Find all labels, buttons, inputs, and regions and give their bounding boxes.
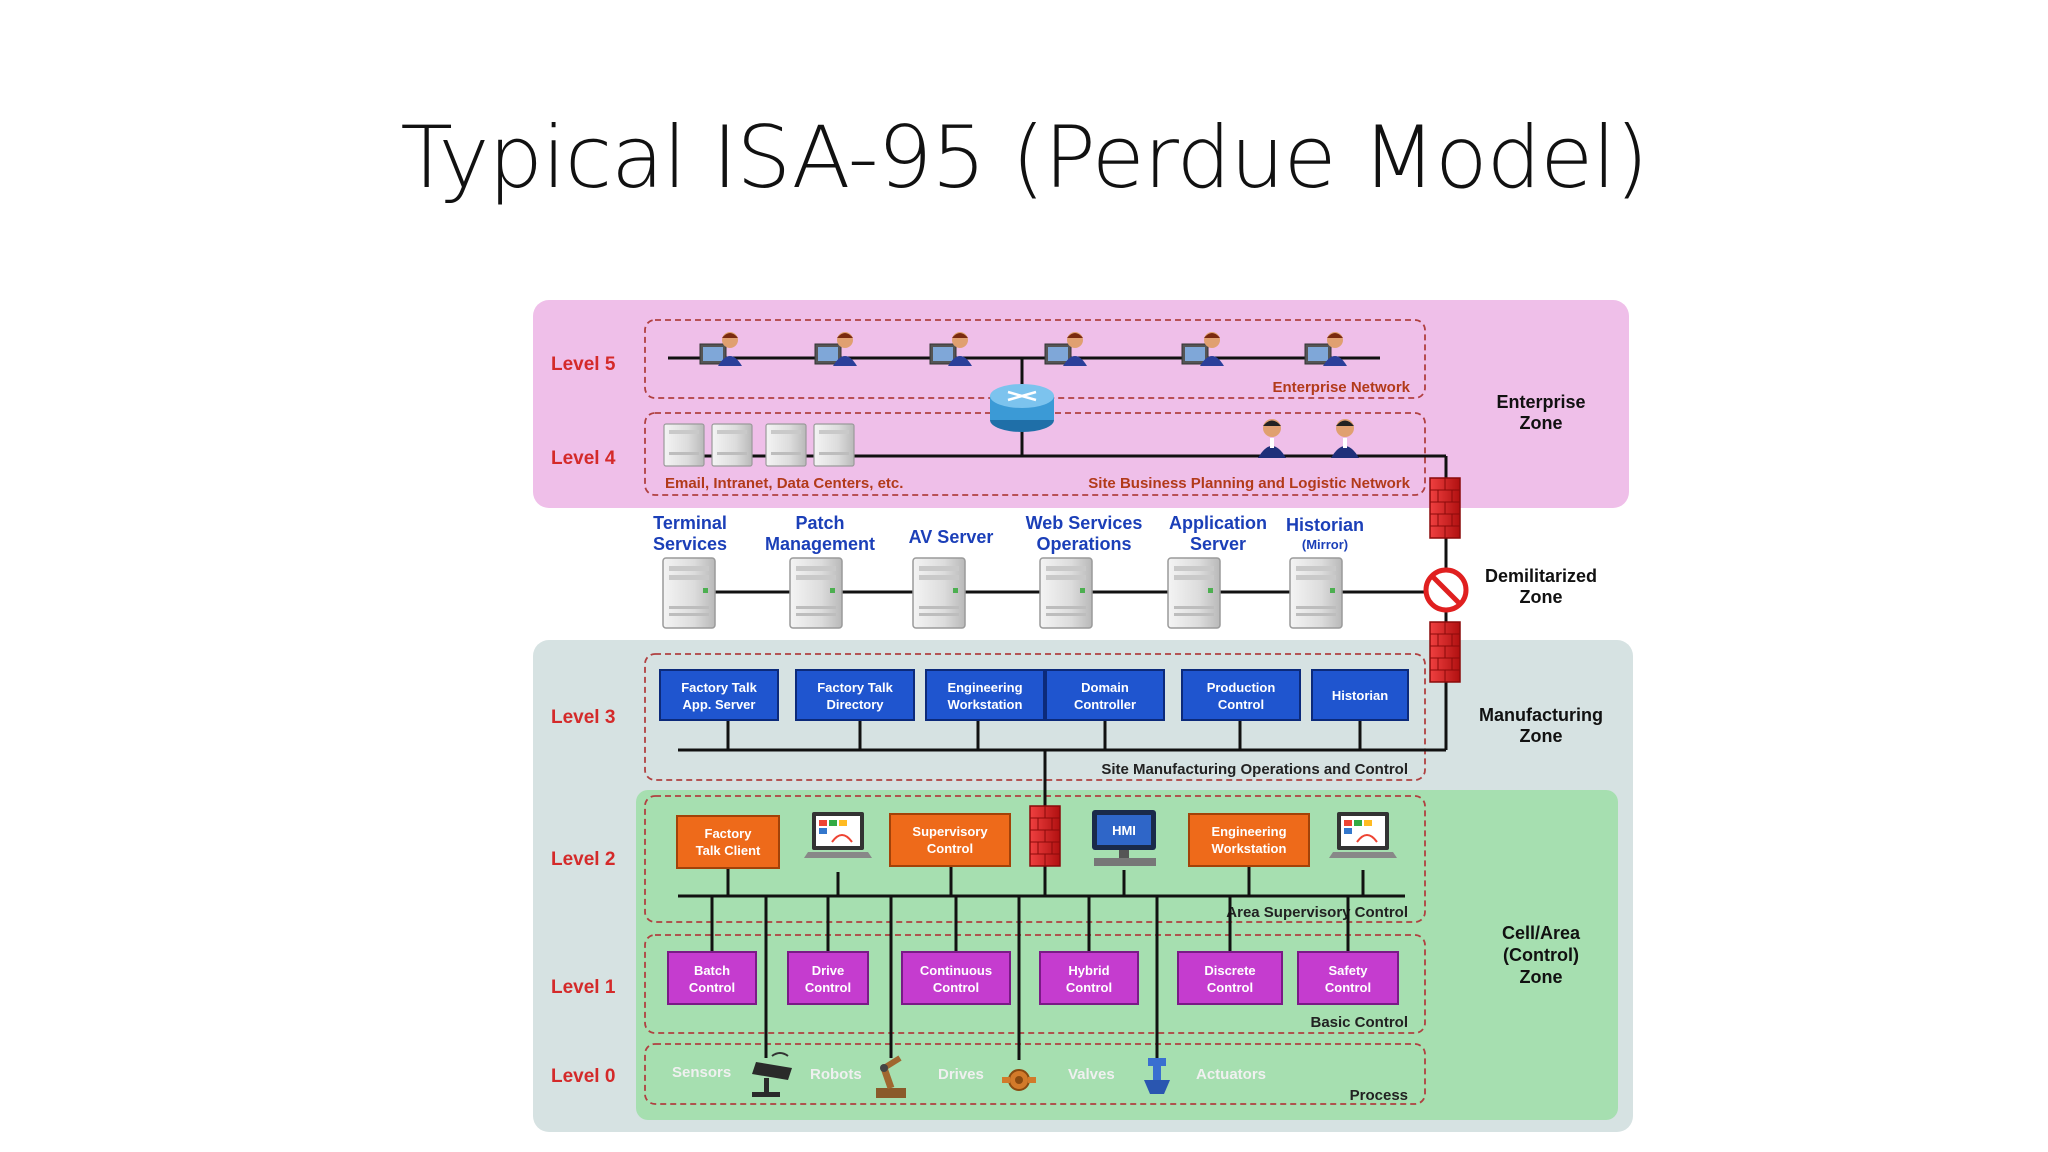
hmi-icon: [1092, 810, 1156, 866]
level0-network-label: Process: [1350, 1087, 1408, 1104]
cell-zone-label-3: Zone: [1520, 967, 1563, 987]
robot-arm-icon: [876, 1055, 906, 1098]
l3-box-6-line1: Historian: [1332, 688, 1388, 703]
l1-box-6-line1: Safety: [1328, 963, 1368, 978]
level3-boxes: [659, 669, 1409, 721]
level2-network-label: Area Supervisory Control: [1226, 904, 1408, 921]
dmz-server-4-line2: Operations: [1036, 534, 1131, 554]
l2-box-2-line1: Supervisory: [912, 824, 988, 839]
level-2-label: Level 2: [551, 849, 615, 870]
level1-network-label: Basic Control: [1310, 1014, 1408, 1031]
dmz-server-1-line1: Terminal: [653, 513, 727, 533]
actuator-icon: [1144, 1058, 1170, 1094]
l1-box-6-line2: Control: [1325, 980, 1371, 995]
level2-boxes: [676, 813, 1310, 869]
dmz-server-2-line1: Patch: [795, 513, 844, 533]
l3-box-3-line2: Workstation: [948, 697, 1023, 712]
dmz-server-5-line2: Server: [1190, 534, 1246, 554]
l2-box-3-line2: Workstation: [1212, 841, 1287, 856]
level1-boxes: [667, 951, 1399, 1005]
level0-sensors-label: Sensors: [672, 1064, 731, 1081]
dmz-label-2: Zone: [1520, 587, 1563, 607]
firewall-upper-icon: [1429, 477, 1461, 539]
level0-drives-label: Drives: [938, 1066, 984, 1083]
dmz-server-4-line1: Web Services: [1026, 513, 1143, 533]
l3-box-2-line2: Directory: [826, 697, 884, 712]
hmi-label: HMI: [1112, 823, 1136, 838]
dmz-server-1-line2: Services: [653, 534, 727, 554]
l3-box-2-line1: Factory Talk: [817, 680, 893, 695]
l3-box-5-line1: Production: [1207, 680, 1276, 695]
l2-box-2-line2: Control: [927, 841, 973, 856]
level-4-label: Level 4: [551, 448, 616, 469]
dmz-server-6-line1: Historian: [1286, 515, 1364, 535]
l2-box-1-line2: Talk Client: [696, 843, 761, 858]
level-5-label: Level 5: [551, 354, 616, 375]
l3-box-4-line2: Controller: [1074, 697, 1136, 712]
firewall-lower-icon: [1429, 621, 1461, 683]
page-title: Typical ISA-95 (Perdue Model): [400, 108, 1648, 208]
level4-right-network-label: Site Business Planning and Logistic Netw…: [1088, 475, 1410, 492]
dmz-label-1: Demilitarized: [1485, 566, 1597, 586]
level-3-label: Level 3: [551, 707, 615, 728]
router-icon: [990, 384, 1054, 432]
l1-box-3-line2: Control: [933, 980, 979, 995]
level0-valves-label: Valves: [1068, 1066, 1115, 1083]
level0-robots-label: Robots: [810, 1066, 862, 1083]
dmz-server-3-line1: AV Server: [909, 527, 994, 547]
dmz-server-6-line2: (Mirror): [1302, 537, 1348, 552]
l1-box-5-line1: Discrete: [1204, 963, 1255, 978]
dmz-server-5-line1: Application: [1169, 513, 1267, 533]
l2-box-1-line1: Factory: [705, 826, 753, 841]
l1-box-2-line1: Drive: [812, 963, 845, 978]
level-1-label: Level 1: [551, 977, 616, 998]
l1-box-2-line2: Control: [805, 980, 851, 995]
l1-box-3-line1: Continuous: [920, 963, 992, 978]
l1-box-1-line1: Batch: [694, 963, 730, 978]
l3-box-4-line1: Domain: [1081, 680, 1129, 695]
l3-box-1-line1: Factory Talk: [681, 680, 757, 695]
l3-box-1-line2: App. Server: [683, 697, 756, 712]
drive-gear-icon: [1002, 1069, 1036, 1091]
l1-box-4-line2: Control: [1066, 980, 1112, 995]
level-0-label: Level 0: [551, 1066, 615, 1087]
level3-network-label: Site Manufacturing Operations and Contro…: [1101, 761, 1408, 778]
camera-sensor-icon: [752, 1052, 792, 1097]
l1-box-5-line2: Control: [1207, 980, 1253, 995]
level0-actuators-label: Actuators: [1196, 1066, 1266, 1083]
manufacturing-zone-label-2: Zone: [1520, 726, 1563, 746]
l1-box-1-line2: Control: [689, 980, 735, 995]
cell-zone-label-2: (Control): [1503, 945, 1579, 965]
l3-box-3-line1: Engineering: [947, 680, 1022, 695]
dmz-server-2-line2: Management: [765, 534, 875, 554]
l2-box-3-line1: Engineering: [1211, 824, 1286, 839]
l1-box-4-line1: Hybrid: [1068, 963, 1109, 978]
enterprise-network-label: Enterprise Network: [1272, 379, 1410, 396]
enterprise-zone-label-1: Enterprise: [1496, 392, 1585, 412]
level4-left-network-label: Email, Intranet, Data Centers, etc.: [665, 475, 903, 492]
firewall-cell-icon: [1029, 805, 1061, 867]
blocked-icon: [1423, 567, 1469, 613]
enterprise-zone-label-2: Zone: [1520, 413, 1563, 433]
l3-box-5-line2: Control: [1218, 697, 1264, 712]
cell-zone-label-1: Cell/Area: [1502, 923, 1581, 943]
manufacturing-zone-label-1: Manufacturing: [1479, 705, 1603, 725]
